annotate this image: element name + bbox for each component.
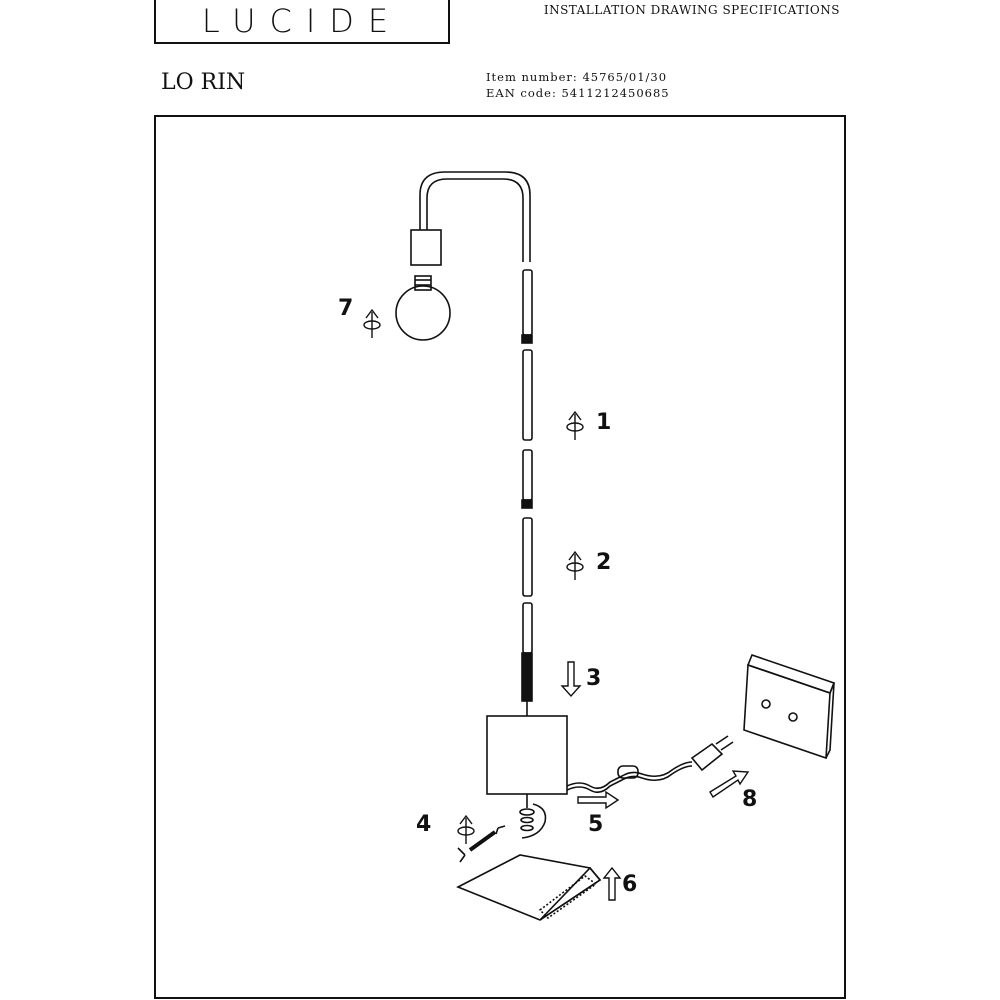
base-cover — [456, 854, 602, 921]
pole-segment-1 — [522, 269, 533, 336]
wrench-tool — [457, 825, 506, 863]
step-number-8: 8 — [742, 787, 758, 812]
step-number-2: 2 — [596, 550, 612, 575]
rotate-arrow-icon-7 — [363, 308, 381, 338]
pole-segment-4 — [522, 517, 533, 597]
drawing-frame — [154, 115, 846, 999]
pole-segment-3 — [522, 449, 533, 501]
ean-code: EAN code: 5411212450685 — [486, 86, 670, 100]
pole-segment-2 — [522, 349, 533, 441]
pole-segment-5 — [522, 602, 533, 654]
rotate-arrow-icon-1 — [566, 410, 584, 440]
wall-socket — [743, 653, 836, 760]
rotate-arrow-icon-4 — [457, 814, 475, 844]
down-arrow-icon-3 — [560, 661, 582, 698]
diagonal-arrow-icon-8 — [709, 770, 750, 798]
step-number-1: 1 — [596, 410, 612, 435]
step-number-4: 4 — [416, 812, 432, 837]
lamp-socket — [410, 229, 442, 266]
up-arrow-icon-6 — [602, 866, 622, 901]
inline-switch — [617, 765, 639, 779]
rotate-arrow-icon-2 — [566, 550, 584, 580]
step-number-7: 7 — [338, 296, 354, 321]
power-cable — [566, 761, 693, 790]
plug — [690, 742, 724, 772]
product-name: LO RIN — [161, 70, 246, 95]
bulb-drawing — [395, 275, 451, 341]
right-arrow-icon-5 — [577, 790, 620, 810]
product-codes: Item number: 45765/01/30 EAN code: 54112… — [486, 69, 670, 101]
document-title: INSTALLATION DRAWING SPECIFICATIONS — [543, 3, 840, 17]
step-number-6: 6 — [622, 872, 638, 897]
step-number-3: 3 — [586, 666, 602, 691]
lamp-arm — [419, 171, 531, 262]
step-number-5: 5 — [588, 812, 604, 837]
brand-logo-text: LUCIDE — [201, 2, 403, 40]
base-box — [486, 715, 568, 795]
brand-logo: LUCIDE — [154, 0, 450, 44]
item-number: Item number: 45765/01/30 — [486, 70, 668, 84]
